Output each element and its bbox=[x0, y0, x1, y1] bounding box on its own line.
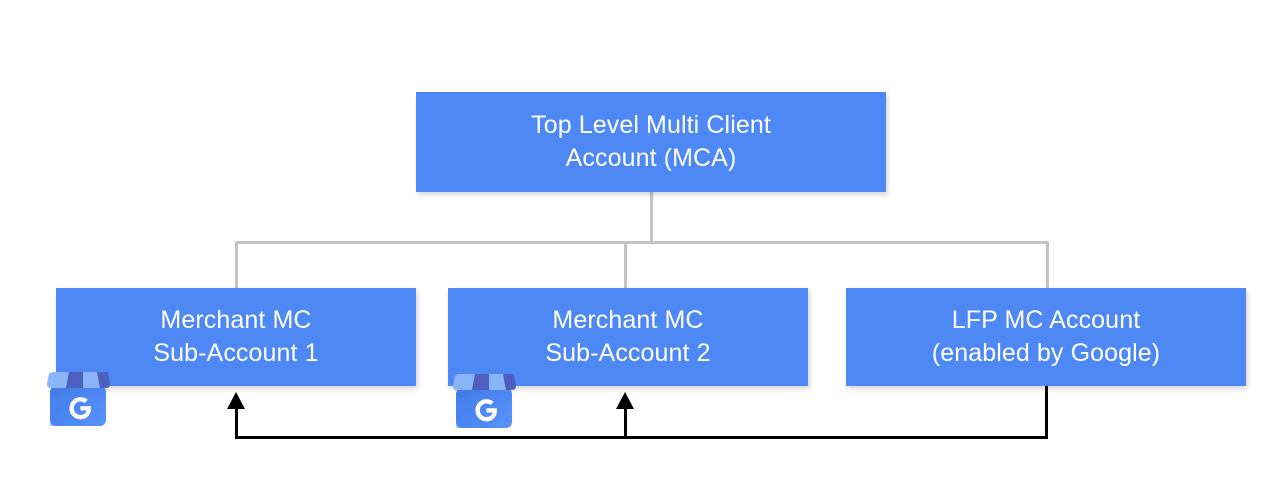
google-my-business-storefront-icon bbox=[453, 374, 516, 428]
node-top-level-mca-label: Top Level Multi Client Account (MCA) bbox=[531, 111, 771, 172]
node-merchant-sub-account-2-label: Merchant MC Sub-Account 2 bbox=[545, 306, 711, 367]
connector-horizontal-bus bbox=[235, 241, 1049, 244]
connector-drop-lfp bbox=[1046, 241, 1049, 290]
node-lfp-mc-account-label: LFP MC Account (enabled by Google) bbox=[931, 306, 1161, 367]
node-merchant-sub-account-1[interactable]: Merchant MC Sub-Account 1 bbox=[56, 288, 416, 386]
flow-line-bottom-bar bbox=[235, 436, 1048, 439]
connector-mca-trunk bbox=[650, 192, 653, 244]
flow-line-from-lfp bbox=[1045, 386, 1048, 439]
node-lfp-mc-account[interactable]: LFP MC Account (enabled by Google) bbox=[846, 288, 1246, 386]
flow-line-up-to-sub2 bbox=[624, 406, 627, 438]
node-merchant-sub-account-1-label: Merchant MC Sub-Account 1 bbox=[153, 306, 319, 367]
node-top-level-mca[interactable]: Top Level Multi Client Account (MCA) bbox=[416, 92, 886, 192]
connector-drop-sub1 bbox=[235, 241, 238, 290]
arrowhead-to-sub1-icon bbox=[227, 392, 245, 409]
arrowhead-to-sub2-icon bbox=[616, 392, 634, 409]
flow-line-up-to-sub1 bbox=[235, 406, 238, 438]
connector-drop-sub2 bbox=[624, 241, 627, 290]
node-merchant-sub-account-2[interactable]: Merchant MC Sub-Account 2 bbox=[448, 288, 808, 386]
google-my-business-storefront-icon bbox=[47, 372, 110, 426]
